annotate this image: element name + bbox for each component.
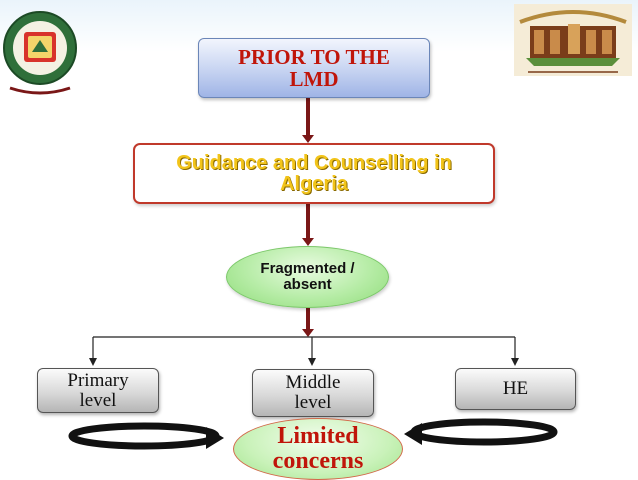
limited-concerns-ellipse: Limited concerns [233, 418, 403, 480]
left-circular-arrow-icon [68, 422, 224, 450]
right-circular-arrow-icon [404, 418, 558, 446]
fragmented-ellipse: Fragmented / absent [226, 246, 389, 308]
prior-to-lmd-label: PRIOR TO THE LMD [238, 44, 390, 91]
primary-level-label: Primary level [67, 369, 129, 411]
university-seal-logo [3, 11, 77, 95]
he-box: HE [455, 368, 576, 410]
primary-level-box: Primary level [37, 368, 159, 413]
middle-level-box: Middle level [252, 369, 374, 417]
guidance-counselling-box: Guidance and Counselling in Algeria [133, 143, 495, 204]
prior-to-lmd-box: PRIOR TO THE LMD [198, 38, 430, 98]
fragmented-label: Fragmented / absent [260, 260, 355, 293]
he-label: HE [502, 378, 529, 400]
guidance-counselling-label: Guidance and Counselling in Algeria [176, 151, 452, 195]
university-emblem-logo [514, 4, 632, 76]
middle-level-label: Middle level [285, 372, 341, 413]
limited-concerns-label: Limited concerns [272, 422, 364, 474]
